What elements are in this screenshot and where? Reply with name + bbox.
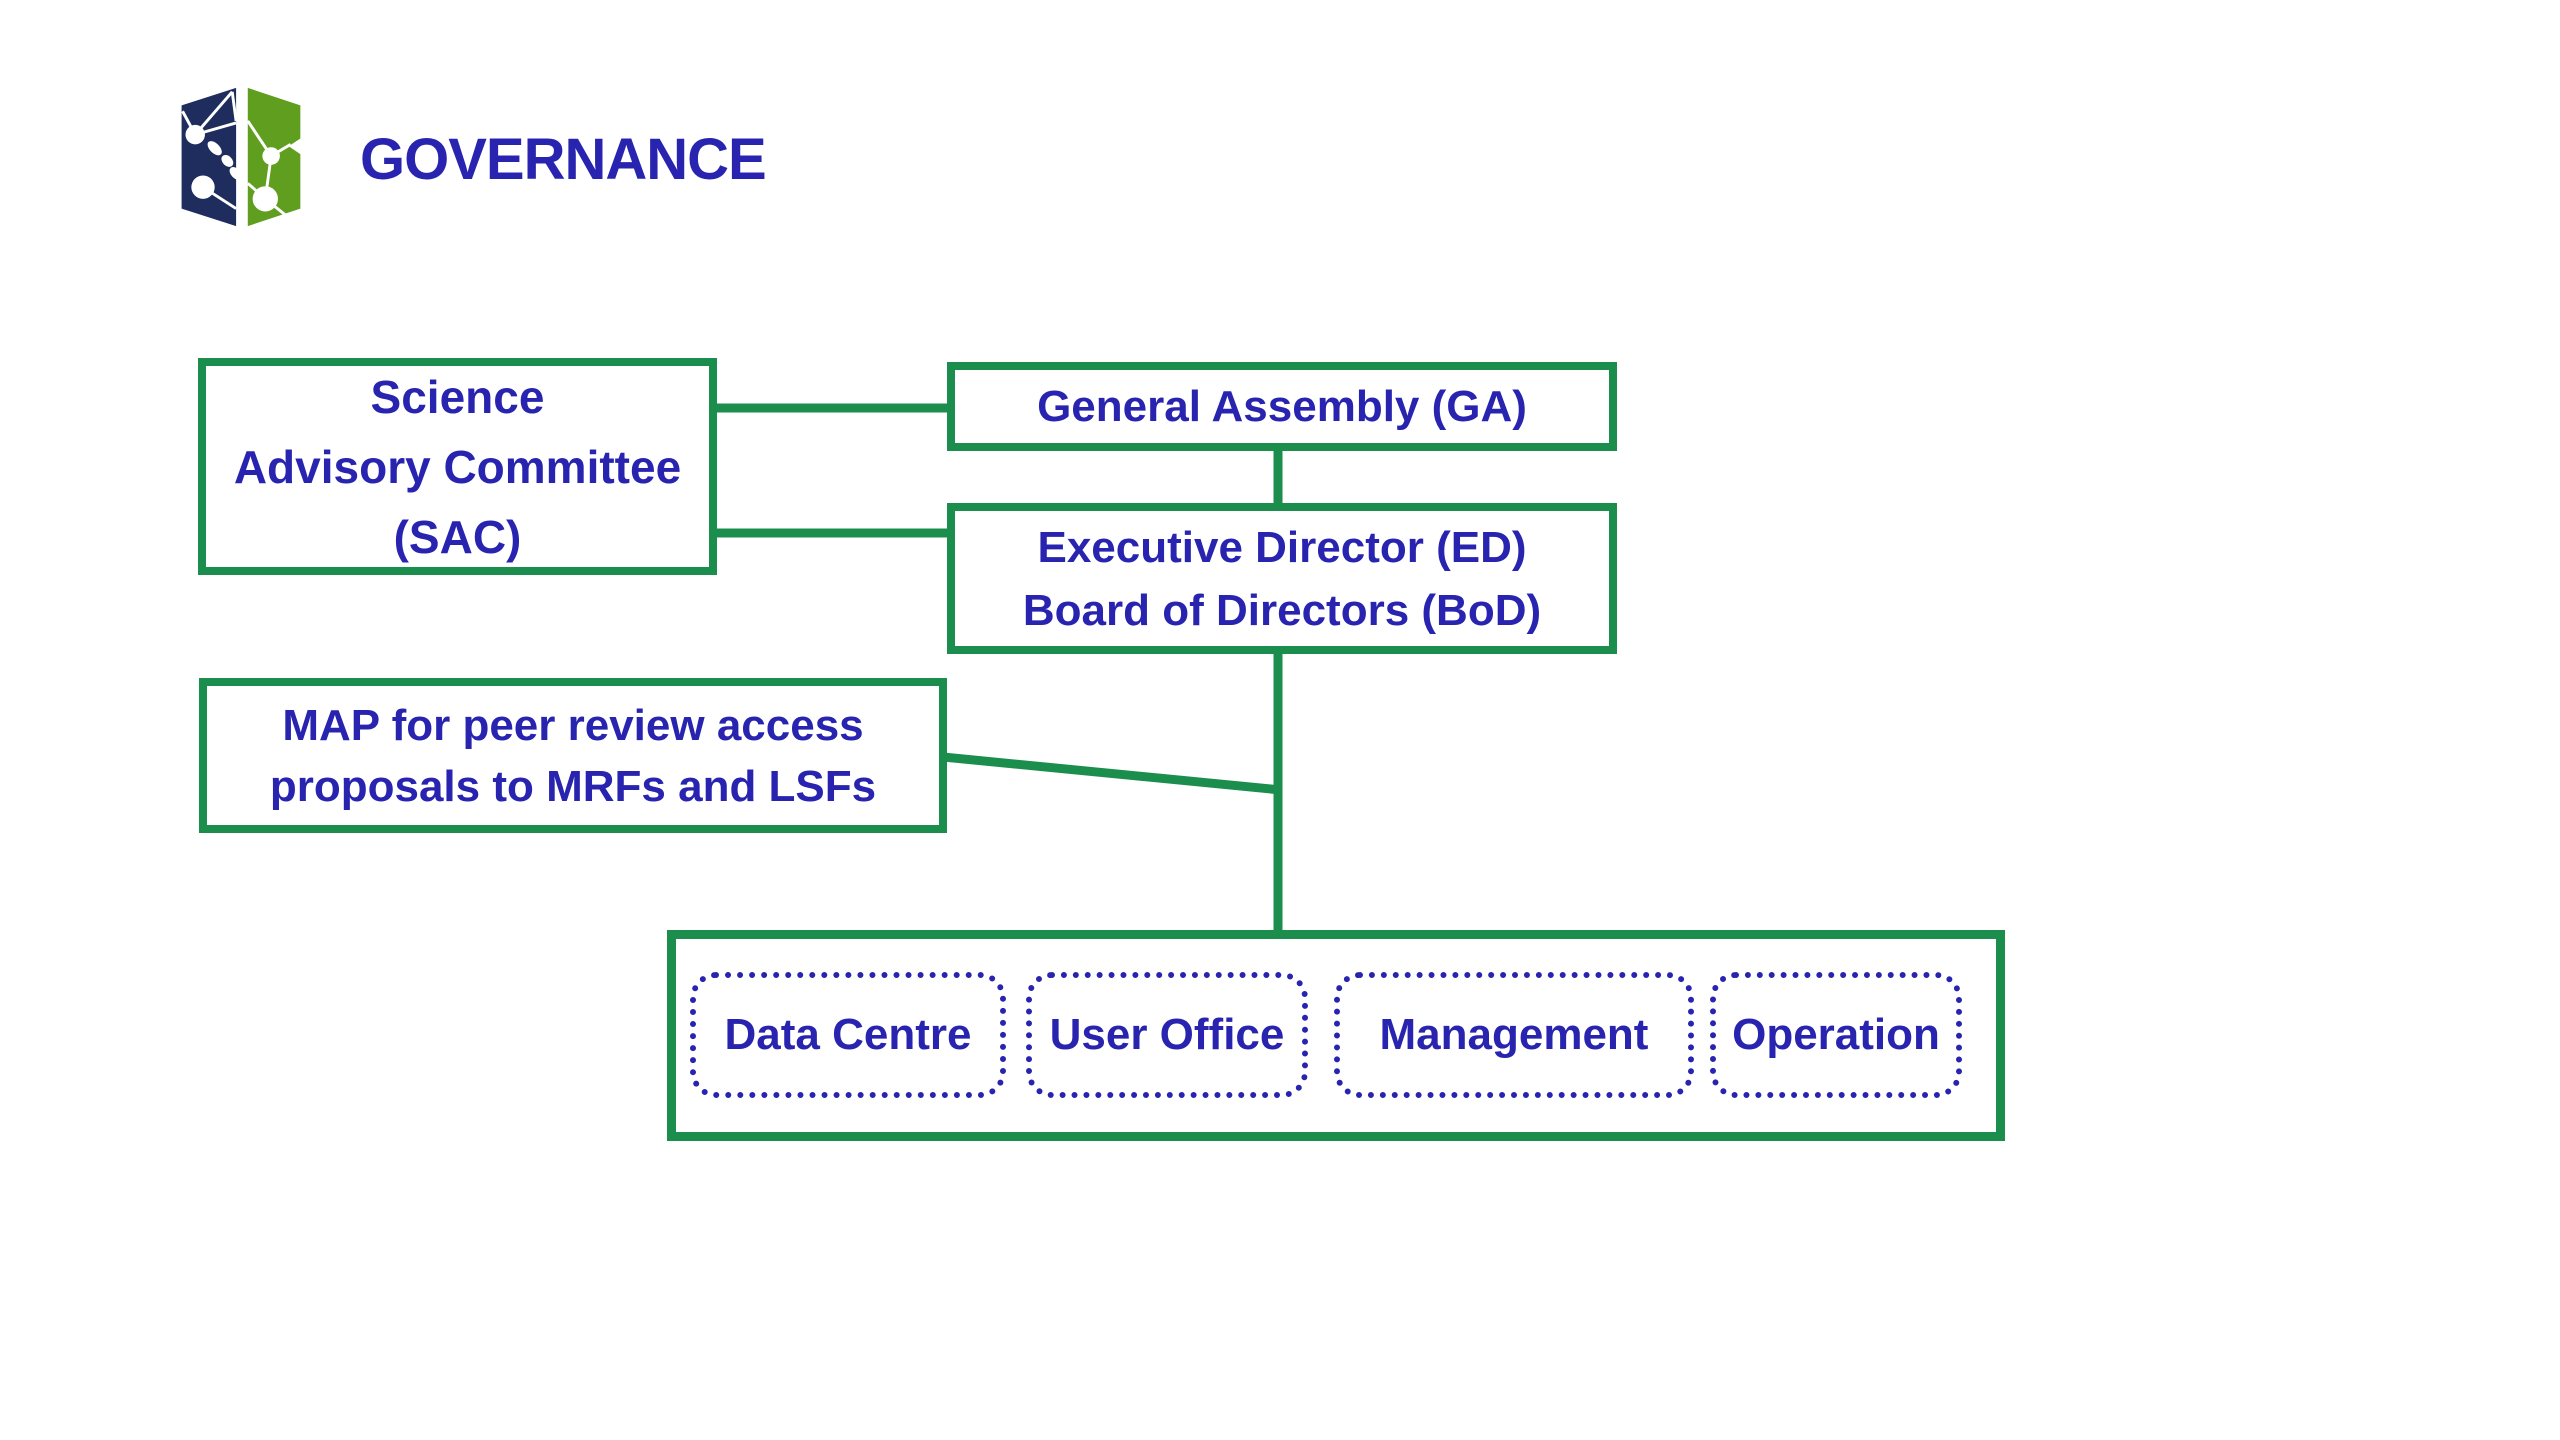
department-user-office: User Office [1026, 972, 1308, 1098]
page-title: GOVERNANCE [360, 127, 767, 192]
node-label-line: General Assembly (GA) [1037, 381, 1527, 431]
node-label-line: proposals to MRFs and LSFs [269, 761, 877, 811]
connector-map-ed [942, 752, 1282, 795]
node-executive-director-board: Executive Director (ED) Board of Directo… [947, 503, 1617, 654]
department-data-centre: Data Centre [690, 972, 1006, 1098]
department-operation: Operation [1710, 972, 1962, 1098]
node-label-line: Science [370, 370, 545, 423]
node-general-assembly: General Assembly (GA) [947, 362, 1617, 451]
node-science-advisory-committee: Science Advisory Committee (SAC) [198, 358, 717, 575]
node-label-line: Executive Director (ED) [1037, 522, 1527, 572]
departments-container: Data Centre User Office Management Opera… [667, 930, 2005, 1141]
logo-right-panel [246, 87, 301, 227]
node-label-line: Advisory Committee [233, 440, 682, 493]
node-label-line: (SAC) [393, 510, 522, 563]
node-map-peer-review: MAP for peer review access proposals to … [199, 678, 947, 833]
node-label-line: MAP for peer review access [282, 700, 864, 750]
node-label-line: Board of Directors (BoD) [1022, 585, 1542, 635]
logo-left-panel [181, 87, 243, 227]
network-panels-logo [181, 87, 301, 227]
department-management: Management [1334, 972, 1694, 1098]
